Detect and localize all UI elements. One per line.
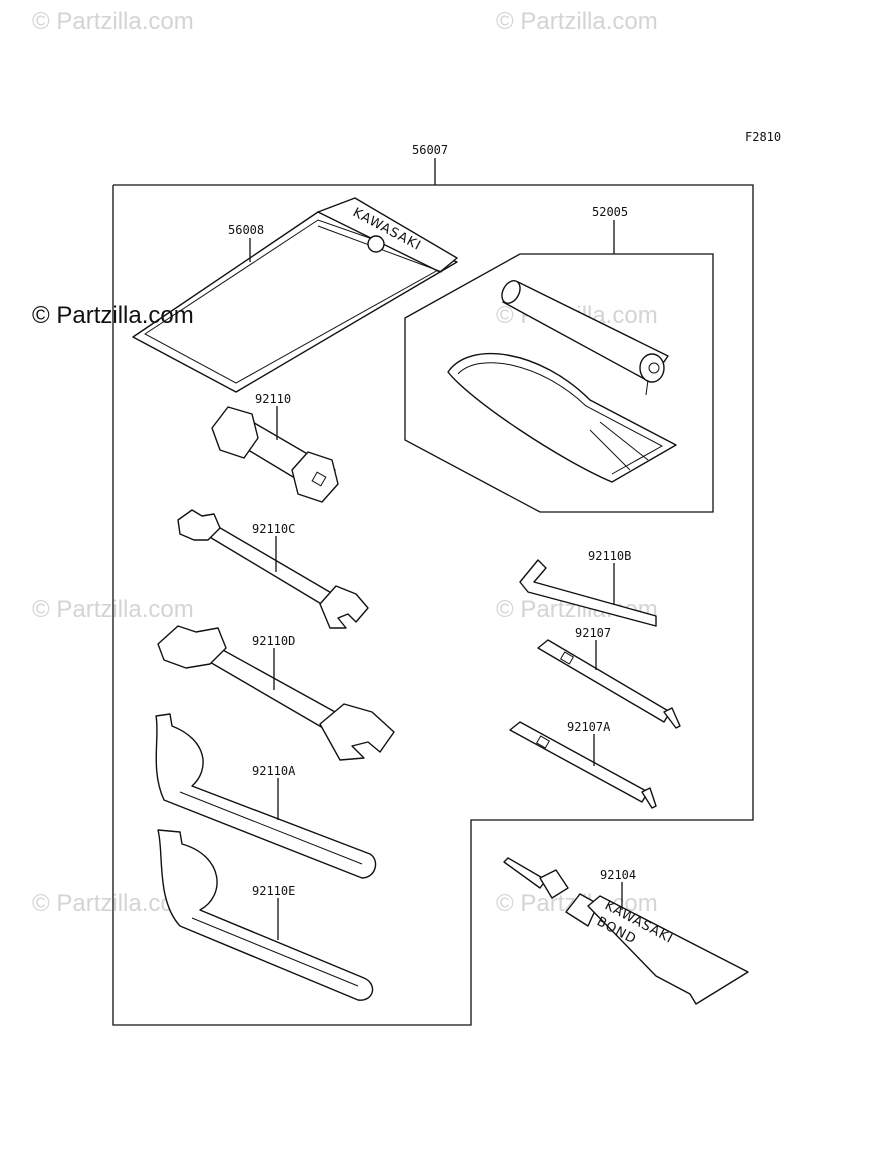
screwdriver (537, 639, 681, 729)
label-92107A: 92107A (567, 720, 611, 734)
tire-kit-frame (404, 253, 714, 513)
tire-repair-bag (447, 352, 677, 483)
hook-wrench-e (157, 829, 374, 1001)
hook-wrench-a (155, 713, 377, 879)
label-92110A: 92110A (252, 764, 296, 778)
wrench-d (157, 625, 395, 761)
label-56007: 56007 (412, 143, 448, 157)
plug-wrench (211, 406, 339, 503)
hex-key (519, 559, 657, 627)
watermark: © Partzilla.com (32, 8, 194, 35)
screwdriver-a (509, 721, 657, 809)
watermark-main: © Partzilla.com (32, 302, 194, 329)
kit-frame (112, 184, 754, 1026)
watermark: © Partzilla.com (496, 8, 658, 35)
wrench-c (177, 509, 369, 629)
label-56008: 56008 (228, 223, 264, 237)
label-92110B: 92110B (588, 549, 631, 563)
label-92110D: 92110D (252, 634, 295, 648)
label-92110: 92110 (255, 392, 291, 406)
tool-pouch: KAWASAKI (132, 197, 458, 393)
label-52005: 52005 (592, 205, 628, 219)
label-92107: 92107 (575, 626, 611, 640)
label-92110E: 92110E (252, 884, 295, 898)
figure-code: F2810 (745, 130, 781, 144)
tire-repair-tube (501, 280, 669, 396)
label-92104: 92104 (600, 868, 636, 882)
label-92110C: 92110C (252, 522, 295, 536)
bond-tube: KAWASAKI BOND (503, 857, 749, 1005)
